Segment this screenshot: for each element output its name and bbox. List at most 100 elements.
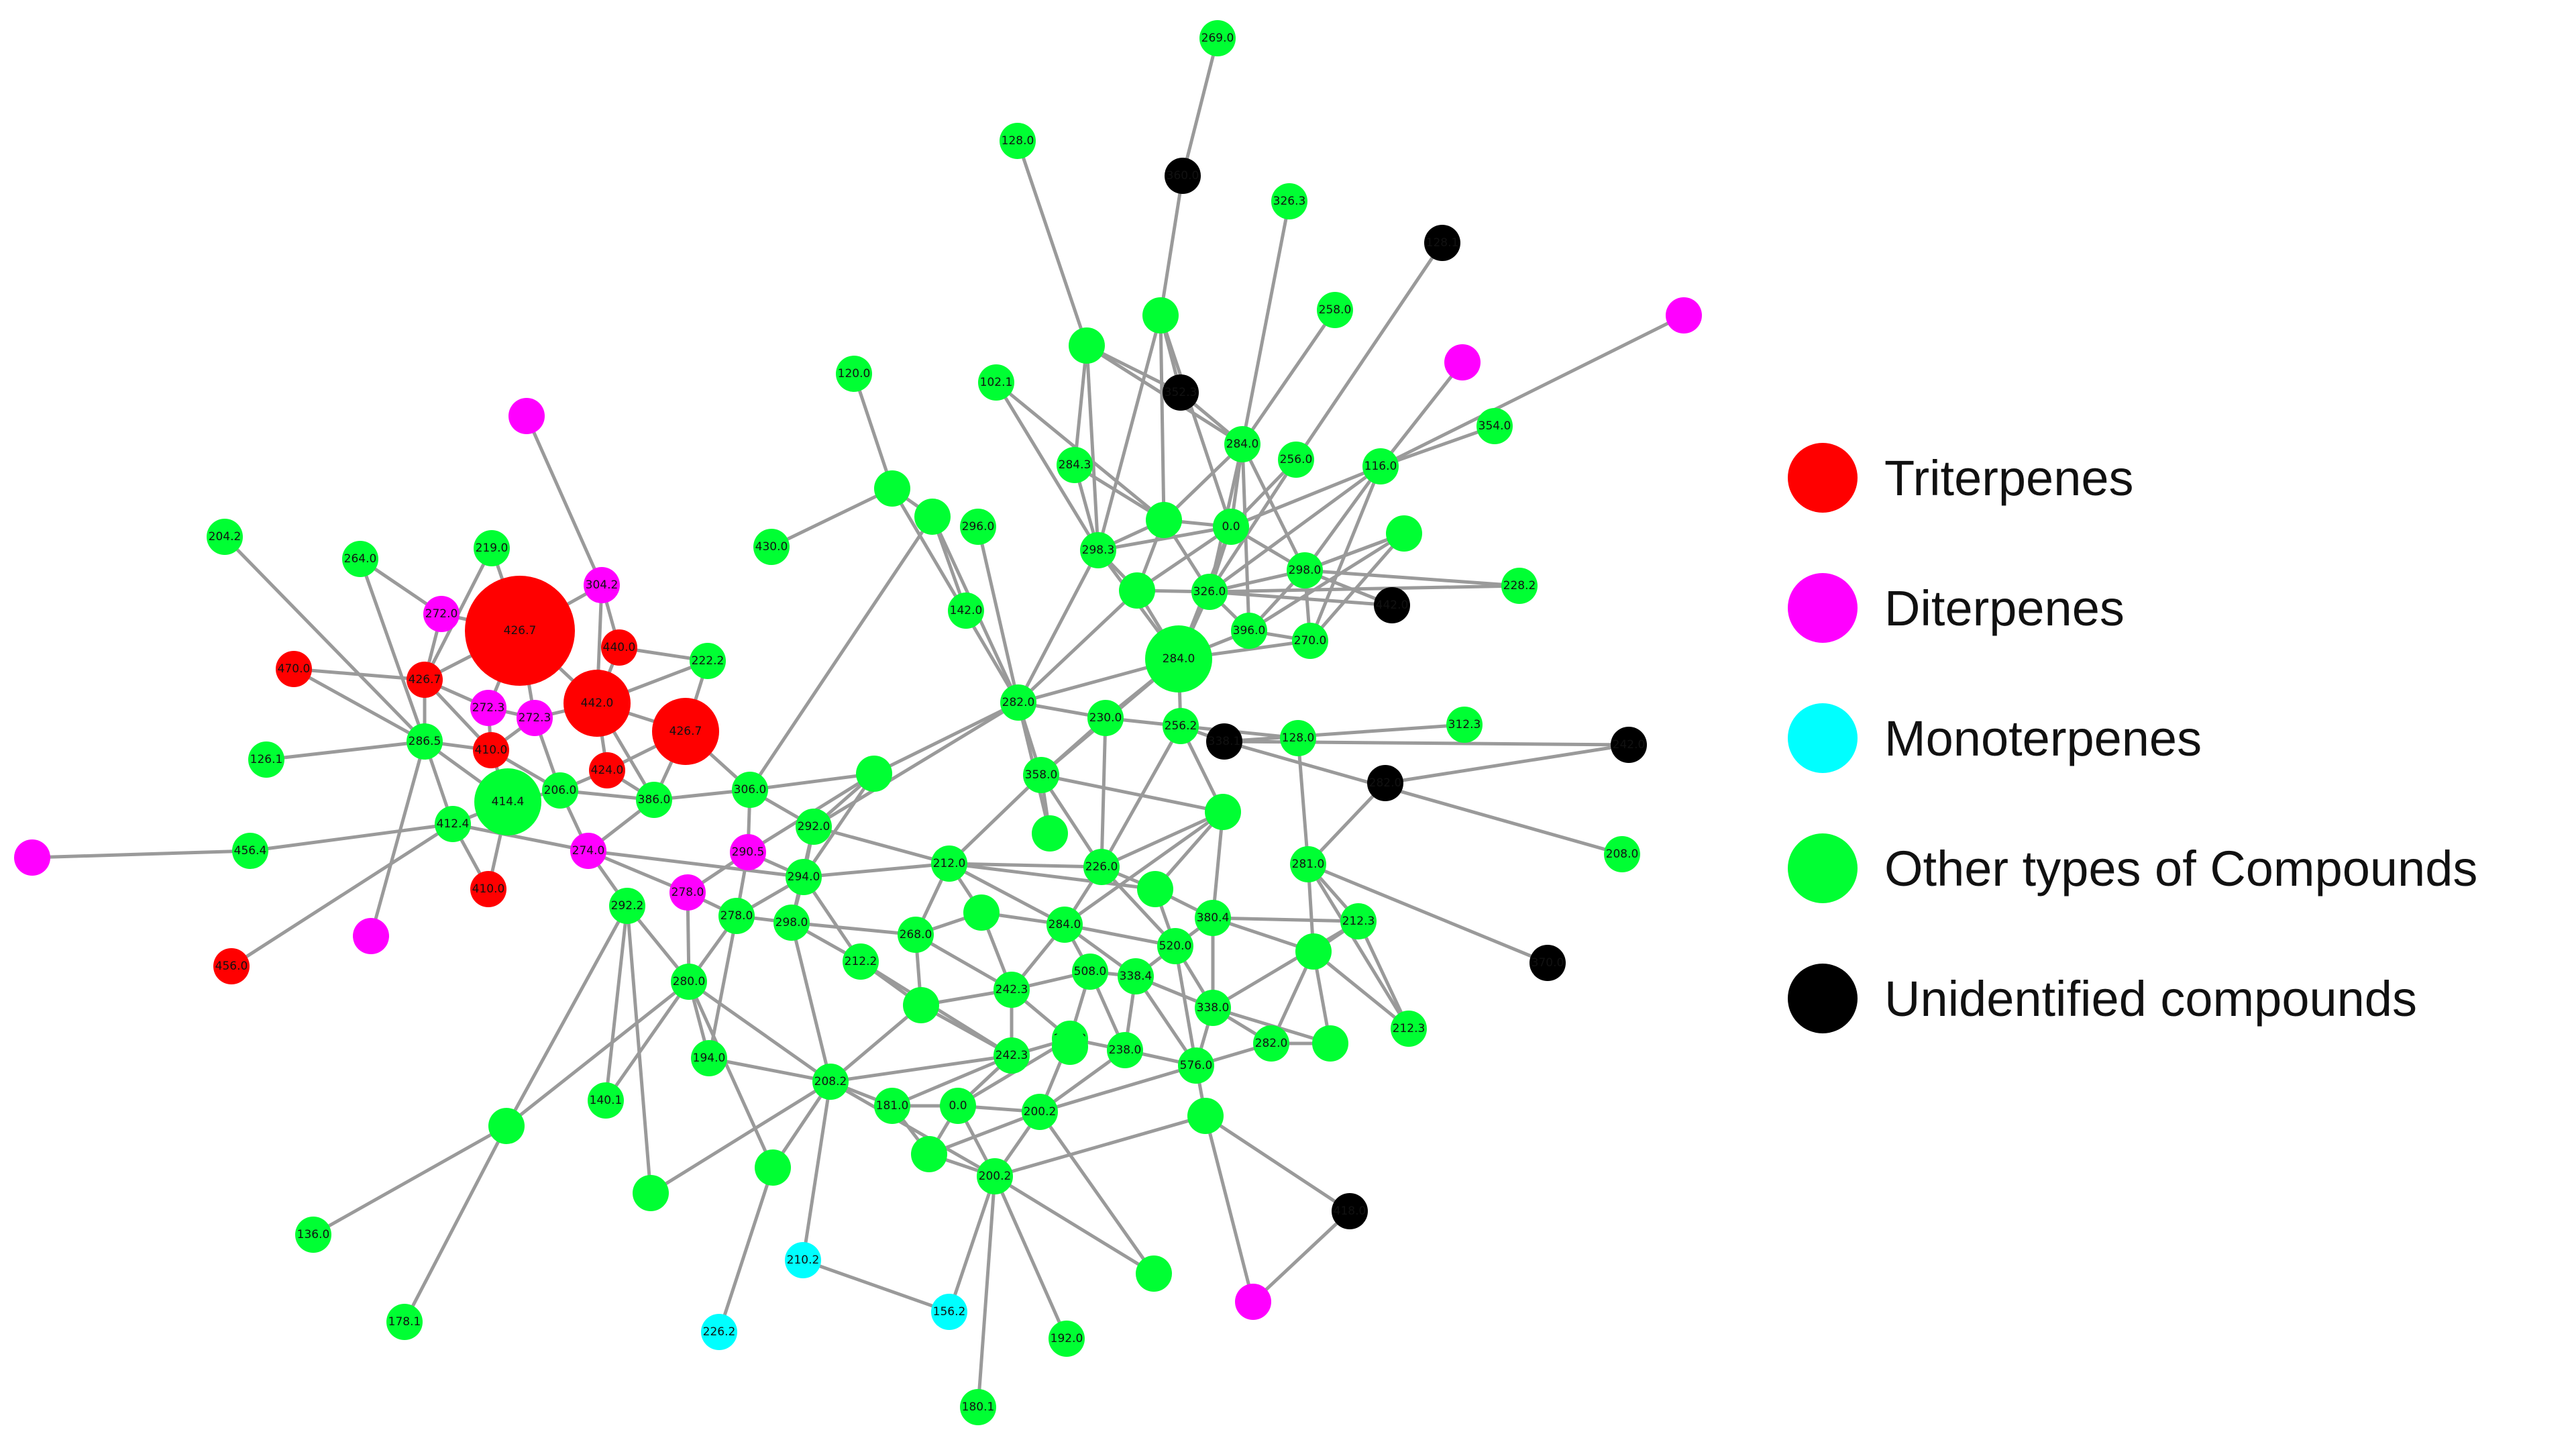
node-label: 181.0	[876, 1099, 909, 1113]
network-edge	[829, 1080, 996, 1178]
node-circle	[473, 732, 509, 768]
network-node-unidentified: 282.0	[1367, 765, 1403, 801]
network-node-unidentified: 242.0	[1611, 727, 1647, 763]
legend-item-triterpenes: Triterpenes	[1788, 443, 2134, 513]
network-node-other: 212.2	[843, 943, 879, 980]
network-node-other: 0.0	[940, 1088, 976, 1124]
node-label: 298.0	[775, 916, 808, 929]
node-circle	[570, 833, 606, 869]
node-label: 284.0	[1049, 918, 1081, 931]
node-circle	[542, 772, 578, 809]
network-edge	[358, 558, 427, 742]
node-circle	[1444, 344, 1481, 380]
network-edge	[1173, 945, 1198, 1066]
legend-item-unidentified: Unidentified compounds	[1788, 964, 2417, 1033]
node-circle	[508, 398, 545, 434]
node-circle	[903, 987, 939, 1023]
node-label: 278.0	[720, 909, 753, 923]
network-edge	[1016, 140, 1089, 346]
network-node-other: 194.0	[691, 1040, 727, 1076]
node-circle	[517, 700, 553, 736]
network-node-diterpenes: 290.5	[730, 834, 766, 870]
network-node-other: 208.0	[1604, 836, 1640, 872]
node-circle	[718, 898, 755, 934]
node-label: 242.0	[1613, 738, 1646, 752]
node-circle	[960, 509, 996, 545]
node-label: 290.5	[732, 845, 765, 859]
legend-swatch-other	[1788, 833, 1858, 903]
network-node-other	[903, 987, 939, 1023]
network-node-other: 0.0	[1213, 509, 1249, 545]
node-circle	[755, 1149, 791, 1186]
node-circle	[1292, 623, 1328, 659]
node-label: 226.0	[1085, 860, 1118, 874]
node-circle	[1107, 1032, 1143, 1068]
node-circle	[836, 356, 872, 392]
network-node-other: 256.2	[1163, 708, 1199, 744]
network-node-other: 326.3	[1271, 183, 1307, 219]
node-label: 326.3	[1273, 195, 1306, 208]
node-label: 298.0	[1289, 564, 1322, 577]
network-node-other: 226.0	[1083, 849, 1120, 885]
network-edge	[1159, 175, 1185, 316]
node-label: 370.0	[1532, 956, 1564, 970]
node-circle	[1278, 442, 1314, 478]
legend-label: Unidentified compounds	[1884, 970, 2417, 1027]
node-circle	[1231, 613, 1267, 649]
network-edge	[717, 1167, 775, 1333]
network-node-other: 456.4	[232, 833, 268, 869]
network-edge	[588, 849, 804, 879]
node-label: 282.0	[1002, 696, 1035, 709]
node-circle	[407, 723, 443, 760]
node-label: 194.0	[693, 1051, 726, 1065]
node-circle	[1501, 568, 1538, 604]
node-label: 0.0	[949, 1099, 967, 1113]
node-label: 396.0	[1233, 624, 1266, 637]
node-label: 426.7	[504, 624, 537, 637]
network-node-other: 178.1	[386, 1304, 423, 1340]
node-circle	[1391, 1011, 1427, 1047]
network-edge	[813, 825, 950, 866]
node-circle	[732, 772, 768, 808]
node-circle	[948, 593, 984, 629]
network-edge	[1209, 590, 1393, 607]
node-label: 280.0	[673, 975, 706, 988]
network-edge	[1309, 532, 1405, 642]
node-label: 294.0	[788, 870, 820, 884]
network-edge	[1230, 464, 1381, 529]
network-node-other: 258.0	[1317, 292, 1353, 328]
node-label: 128.0	[1282, 731, 1315, 745]
network-node-other	[1205, 794, 1241, 830]
network-edge	[649, 1080, 832, 1195]
network-node-other: 296.0	[960, 509, 996, 545]
network-edge	[1312, 950, 1410, 1030]
node-circle	[1424, 225, 1460, 261]
node-label: 256.0	[1280, 453, 1313, 466]
network-node-other: 128.0	[1280, 720, 1316, 756]
node-label: 352.3	[1165, 386, 1197, 399]
node-label: 456.4	[234, 844, 267, 858]
node-label: 192.0	[1051, 1332, 1083, 1345]
node-label: 126.1	[250, 753, 283, 766]
network-node-other: 142.0	[948, 593, 984, 629]
node-circle	[978, 364, 1014, 401]
node-label: 142.0	[950, 604, 983, 617]
node-circle	[474, 530, 510, 566]
network-edge	[1203, 1115, 1255, 1302]
network-edge	[1039, 1064, 1197, 1114]
network-edge	[748, 515, 934, 791]
network-node-unidentified: 370.0	[1529, 945, 1566, 981]
node-label: 296.0	[962, 520, 995, 533]
node-circle	[669, 874, 706, 911]
network-node-other: 284.0	[1224, 426, 1260, 462]
network-edge	[1294, 242, 1444, 461]
node-label: 242.3	[996, 983, 1028, 996]
network-node-other: 230.0	[1087, 700, 1124, 736]
node-circle	[786, 859, 822, 895]
network-edge	[1039, 774, 1104, 868]
node-label: 156.2	[933, 1305, 966, 1319]
node-circle	[248, 741, 284, 778]
node-label: 200.2	[979, 1170, 1012, 1183]
node-label: 222.2	[692, 654, 724, 668]
